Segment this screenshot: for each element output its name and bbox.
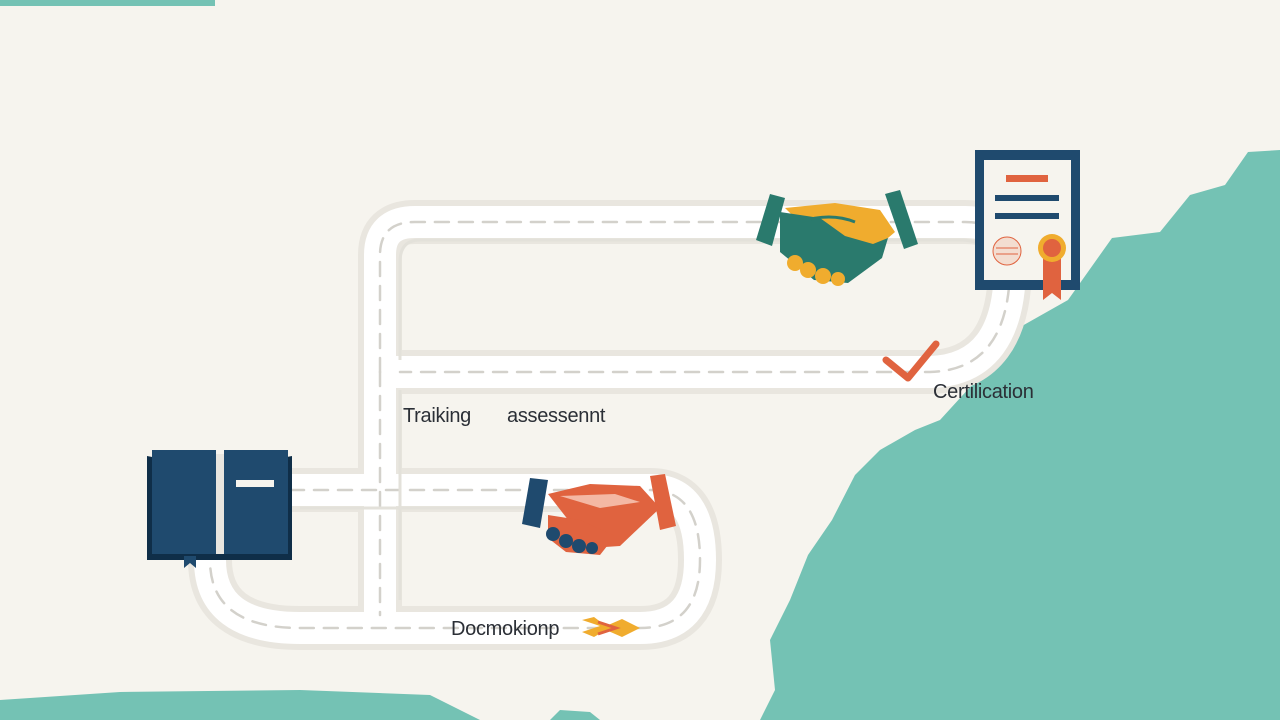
handshake-icon-top (756, 190, 918, 286)
top-strip (0, 0, 215, 6)
arrow-star-icon (582, 617, 640, 637)
teal-bottom-bump (550, 710, 600, 720)
label-assessment: assessennt (507, 405, 606, 427)
label-training: Traiking (403, 405, 471, 427)
teal-bottom-strip (0, 690, 480, 720)
book-icon (147, 450, 292, 568)
checkmark-icon (882, 340, 940, 382)
handshake-icon-middle (522, 474, 676, 555)
label-documentation: Docmokionp (451, 618, 560, 640)
certificate-icon (975, 150, 1080, 300)
label-certification: Certilication (933, 381, 1034, 403)
teal-land-shape (760, 150, 1280, 720)
